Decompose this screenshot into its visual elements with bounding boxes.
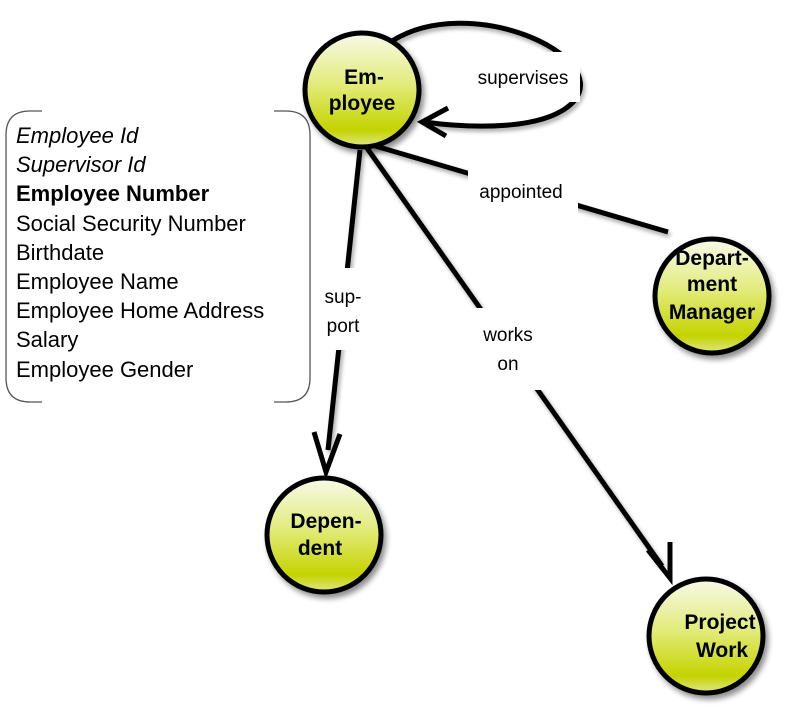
arrowhead-supervises bbox=[416, 105, 450, 139]
node-dependent[interactable]: Depen- dent bbox=[264, 475, 384, 595]
svg-text:appointed: appointed bbox=[479, 182, 562, 203]
svg-text:works: works bbox=[482, 325, 533, 346]
edge-label-support: sup- port bbox=[318, 268, 368, 350]
attribute-birthdate: Birthdate bbox=[16, 239, 105, 265]
edge-label-works-on: works on bbox=[470, 308, 550, 390]
attribute-social-security-number: Social Security Number bbox=[16, 210, 246, 236]
attribute-salary: Salary bbox=[16, 327, 79, 353]
arrowhead-works-on bbox=[646, 542, 673, 586]
svg-text:on: on bbox=[497, 354, 518, 375]
svg-text:ployee: ployee bbox=[329, 92, 396, 115]
svg-text:port: port bbox=[327, 316, 360, 337]
attribute-employee-gender: Employee Gender bbox=[16, 356, 194, 382]
node-employee[interactable]: Em- ployee bbox=[302, 30, 422, 150]
svg-text:Em-: Em- bbox=[344, 66, 384, 89]
node-project-work[interactable]: Project Work bbox=[646, 576, 766, 696]
svg-text:supervises: supervises bbox=[478, 68, 569, 89]
edge-label-appointed: appointed bbox=[468, 170, 578, 216]
employee-attribute-list: Employee Id Supervisor Id Employee Numbe… bbox=[16, 121, 264, 384]
attribute-employee-number: Employee Number bbox=[16, 181, 210, 207]
svg-text:Project: Project bbox=[684, 611, 755, 634]
svg-text:Depart-: Depart- bbox=[675, 247, 749, 270]
arrowhead-support bbox=[311, 431, 343, 480]
svg-text:ment: ment bbox=[687, 273, 737, 296]
attribute-employee-name: Employee Name bbox=[16, 269, 179, 295]
svg-text:sup-: sup- bbox=[325, 287, 362, 308]
attribute-bracket bbox=[5, 110, 311, 403]
attribute-employee-home-address: Employee Home Address bbox=[16, 298, 265, 324]
svg-text:Depen-: Depen- bbox=[290, 510, 361, 533]
svg-text:Manager: Manager bbox=[669, 301, 755, 324]
svg-text:Work: Work bbox=[696, 639, 748, 662]
svg-text:dent: dent bbox=[298, 537, 342, 560]
edge-label-supervises: supervises bbox=[468, 52, 580, 102]
attribute-supervisor-id: Supervisor Id bbox=[16, 152, 146, 178]
attribute-employee-id: Employee Id bbox=[16, 123, 139, 148]
node-department-manager[interactable]: Depart- ment Manager bbox=[652, 236, 772, 356]
